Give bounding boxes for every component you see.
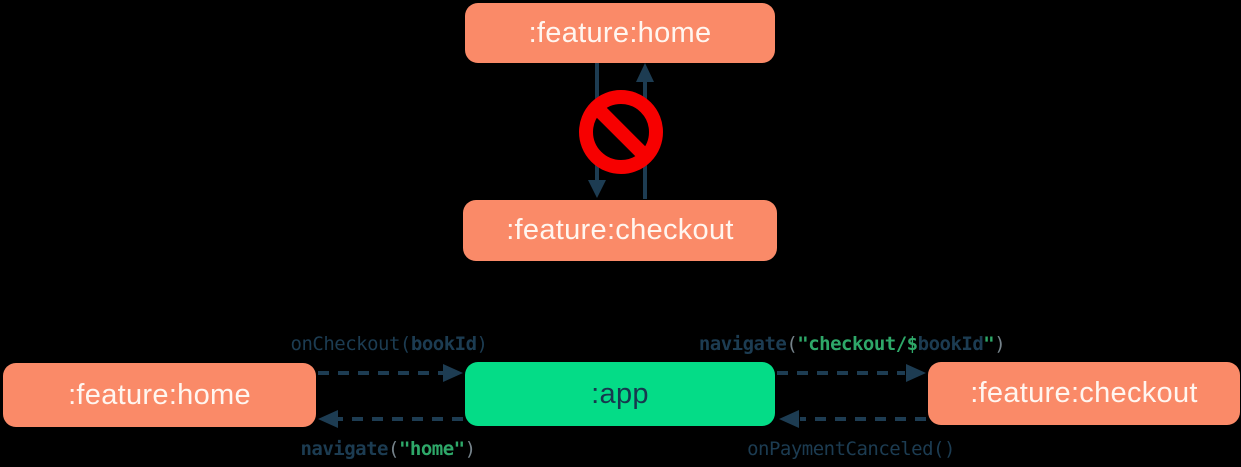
- code-token: onPaymentCanceled(): [747, 438, 955, 460]
- edge-app-to-checkout: [777, 364, 926, 382]
- node-app: :app: [465, 362, 775, 426]
- node-feature-checkout-bottom: :feature:checkout: [928, 362, 1240, 425]
- code-token: ): [994, 333, 1006, 355]
- edge-app-to-home: [318, 410, 463, 428]
- code-token: (: [786, 333, 798, 355]
- edge-label-navigate-home: navigate("home"): [300, 438, 476, 460]
- node-label: :feature:checkout: [506, 214, 734, 246]
- code-token: ): [476, 333, 488, 355]
- edge-home-to-app: [318, 364, 463, 382]
- code-token: ): [464, 438, 476, 460]
- edge-label-onpaymentcanceled: onPaymentCanceled(): [747, 438, 955, 460]
- node-label: :feature:home: [68, 378, 251, 411]
- node-feature-home-top: :feature:home: [465, 3, 775, 63]
- edge-checkout-to-app: [779, 410, 926, 428]
- code-token: bookId: [410, 333, 477, 355]
- node-feature-home-bottom: :feature:home: [3, 363, 316, 427]
- node-label: :feature:checkout: [970, 377, 1198, 409]
- code-token: "checkout/$: [797, 333, 918, 355]
- code-token: bookId: [917, 333, 984, 355]
- code-token: ": [983, 333, 995, 355]
- code-token: navigate: [300, 438, 388, 460]
- node-feature-checkout-top: :feature:checkout: [463, 200, 777, 261]
- node-label: :feature:home: [528, 16, 712, 49]
- code-token: "home": [398, 438, 465, 460]
- code-token: onCheckout(: [290, 333, 412, 355]
- node-label: :app: [591, 377, 649, 410]
- code-token: (: [387, 438, 399, 460]
- edge-label-navigate-checkout: navigate("checkout/$bookId"): [698, 333, 1006, 355]
- edge-label-oncheckout: onCheckout(bookId): [291, 333, 488, 355]
- code-token: navigate: [698, 333, 787, 355]
- no-entry-icon: [579, 90, 663, 174]
